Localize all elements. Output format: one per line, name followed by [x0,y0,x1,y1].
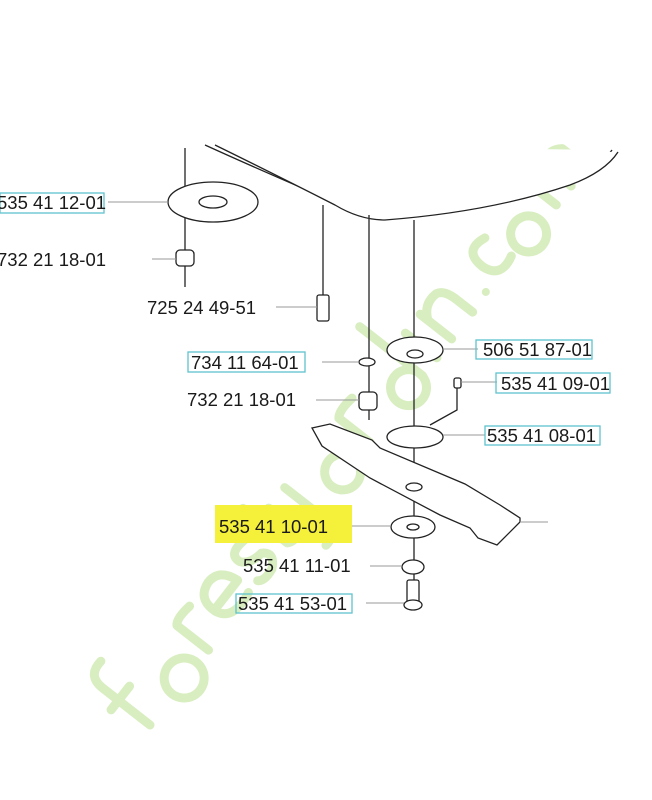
small-washer [358,357,376,367]
part-link-box[interactable] [0,192,105,214]
part-label: 732 21 18-01 [187,389,296,410]
spacer [358,391,378,411]
part-link-box[interactable] [187,351,306,373]
blade-bolt-head [403,599,423,611]
blade-washer-hole [406,523,420,531]
blade-cup-hole [406,349,424,359]
part-link-box[interactable] [495,372,611,394]
nut [175,249,195,267]
adapter-plate-hole [198,195,228,209]
pin [453,377,462,389]
highlight-box [215,505,352,543]
part-label[interactable]: 535 41 09-01 [501,373,610,394]
blade-hub [386,425,444,449]
part-link-box[interactable] [484,425,601,446]
part-label[interactable]: 734 11 64-01 [191,352,299,373]
lock-washer [401,559,425,575]
mower-deck-edge [214,144,619,221]
part-label-highlighted: 535 41 10-01 [219,516,328,537]
part-label[interactable]: 535 41 53-01 [238,593,347,614]
part-label: 725 24 49-51 [147,297,256,318]
pin-leader [429,388,458,426]
part-label[interactable]: 506 51 87-01 [483,339,592,360]
part-link-box[interactable] [235,593,353,614]
bolt [316,294,330,322]
part-label[interactable]: 535 41 08-01 [487,425,596,446]
part-label: 732 21 18-01 [0,249,106,270]
blade-hole [405,482,423,492]
part-label[interactable]: 535 41 12-01 [0,192,106,213]
part-link-box[interactable] [475,339,593,360]
part-label: 535 41 11-01 [243,555,351,576]
